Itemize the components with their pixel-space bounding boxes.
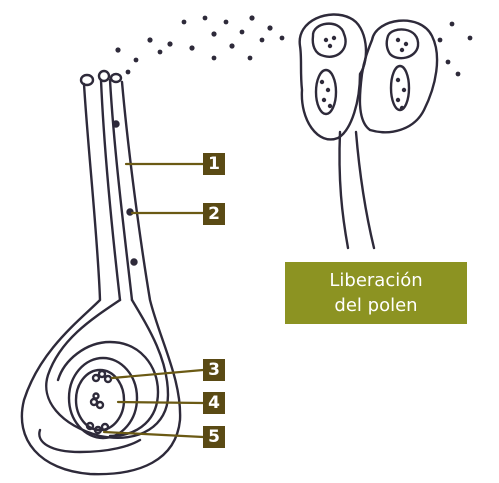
label-3: 3	[203, 359, 225, 381]
caption-line-1: Liberación	[329, 268, 422, 293]
caption-line-2: del polen	[334, 293, 417, 318]
pistil-drawing	[22, 71, 180, 474]
anther-drawing	[300, 14, 437, 248]
label-1: 1	[203, 153, 225, 175]
pollen-release-caption: Liberación del polen	[285, 262, 467, 324]
label-4: 4	[203, 392, 225, 414]
label-5: 5	[203, 426, 225, 448]
label-2: 2	[203, 203, 225, 225]
